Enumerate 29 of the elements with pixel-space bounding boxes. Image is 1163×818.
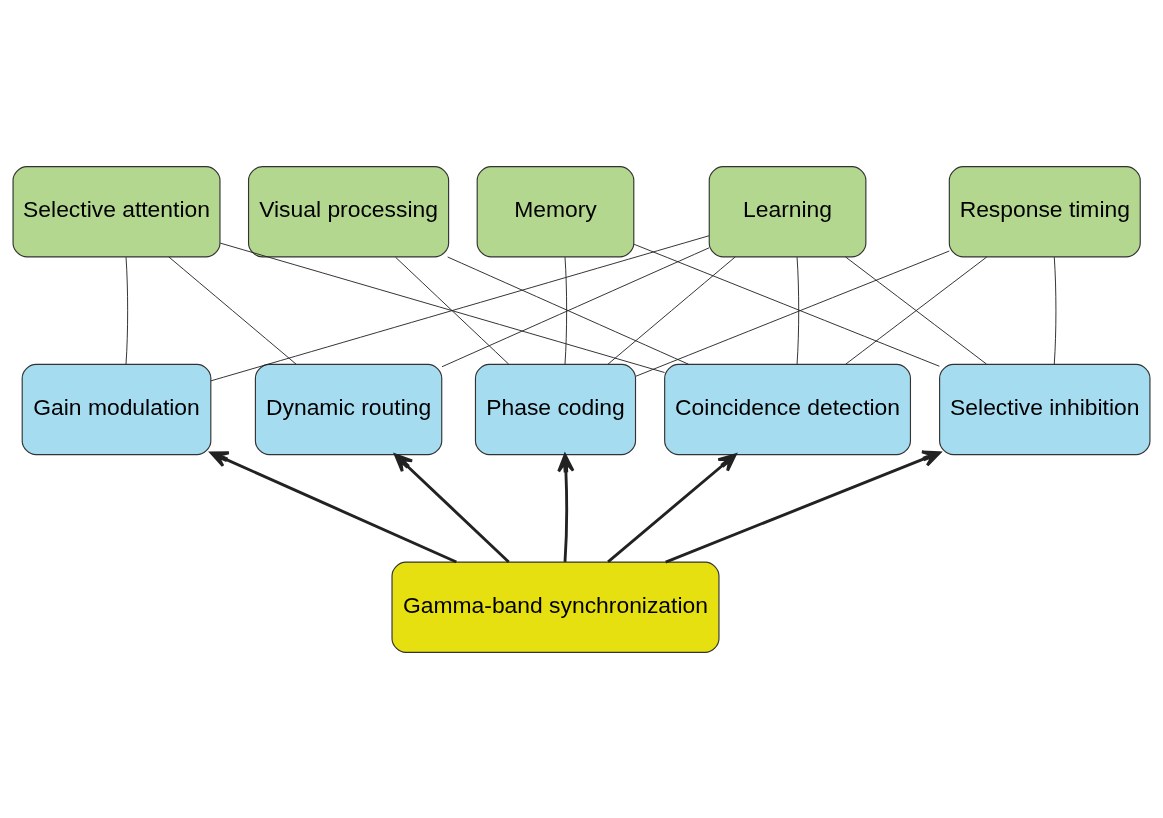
node-box: Gain modulation	[21, 363, 212, 455]
connector	[395, 256, 510, 365]
connector	[168, 256, 297, 365]
node-box: Dynamic routing	[254, 363, 443, 455]
node-box: Learning	[708, 165, 867, 257]
connector	[607, 256, 736, 365]
arrow	[394, 453, 510, 563]
arrow	[209, 450, 457, 563]
connector	[441, 246, 710, 367]
connector	[219, 242, 665, 373]
connector	[125, 256, 129, 365]
node-box: Visual processing	[248, 165, 450, 257]
arrow	[557, 453, 575, 562]
node-box: Response timing	[948, 165, 1141, 257]
connector	[796, 256, 800, 365]
connector	[210, 234, 710, 381]
node-box: Phase coding	[474, 363, 637, 455]
node-box: Coincidence detection	[664, 363, 912, 455]
node-box: Gamma-band synchronization	[391, 561, 720, 653]
node-box: Selective inhibition	[939, 363, 1151, 455]
arrow	[665, 450, 941, 563]
node-box: Selective attention	[12, 165, 221, 257]
connector	[1053, 256, 1057, 365]
connector	[564, 256, 568, 365]
connector	[633, 243, 940, 367]
node-box: Memory	[476, 165, 635, 257]
arrow	[607, 452, 737, 563]
connector	[447, 256, 689, 365]
connector	[635, 250, 950, 377]
